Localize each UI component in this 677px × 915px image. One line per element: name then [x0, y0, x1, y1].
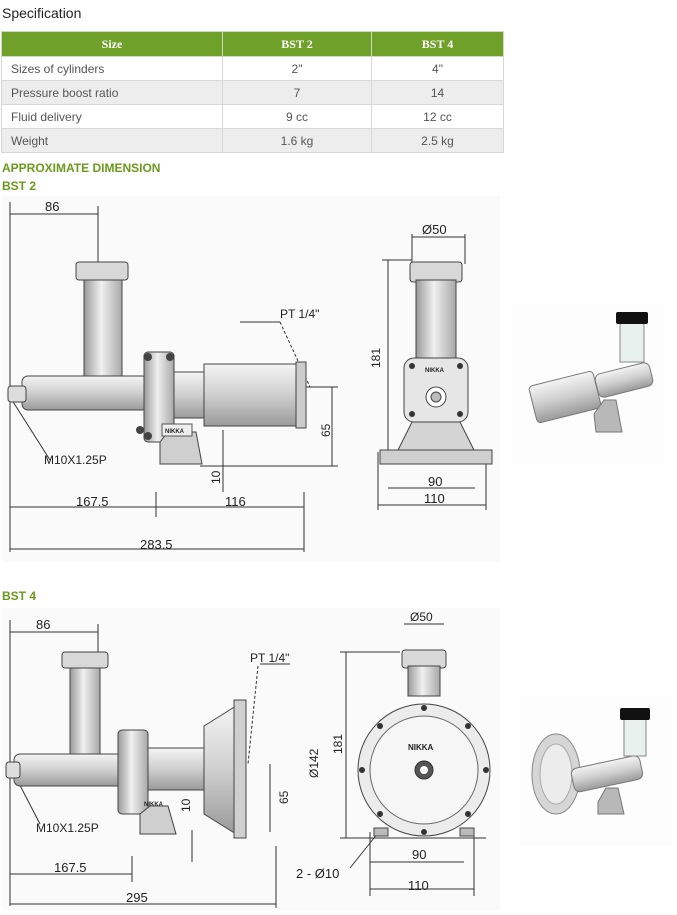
bst4-dim-90: 90 — [412, 847, 426, 862]
cell: Weight — [1, 128, 223, 153]
cell: 1.6 kg — [222, 128, 372, 153]
header-size: Size — [1, 31, 223, 57]
table-row: Sizes of cylinders 2" 4" — [1, 56, 504, 81]
cell: Pressure boost ratio — [1, 80, 223, 105]
bst4-dim-181: 181 — [331, 734, 345, 754]
bst2-dim-65: 65 — [319, 423, 333, 437]
cell: 2" — [222, 56, 372, 81]
bst2-dim-dia50: Ø50 — [422, 222, 447, 237]
cell: 4" — [371, 56, 504, 81]
bst2-dim-86: 86 — [45, 199, 59, 214]
bst4-side-body — [13, 753, 127, 787]
bst2-dim-pt: PT 1/4" — [280, 307, 319, 321]
table-row: Weight 1.6 kg 2.5 kg — [1, 128, 504, 153]
page-title: Specification — [2, 5, 82, 21]
bst2-dim-total: 283.5 — [140, 537, 173, 552]
bst4-dim-thread: M10X1.25P — [36, 821, 99, 835]
bst4-dim-86: 86 — [36, 617, 50, 632]
bst2-side-brand: NIKKA — [165, 429, 185, 435]
bst4-dim-pt: PT 1/4" — [250, 651, 289, 665]
cell: 7 — [222, 80, 372, 105]
bst4-dim-167: 167.5 — [54, 860, 87, 875]
cell: 14 — [371, 80, 504, 105]
bst4-dim-total: 295 — [126, 890, 148, 905]
cell: Sizes of cylinders — [1, 56, 223, 81]
cell: 2.5 kg — [371, 128, 504, 153]
bst4-drawing: NIKKA 86 PT 1/4" 65 M10X1.25P 10 167.5 2… — [2, 608, 672, 910]
table-header-row: Size BST 2 BST 4 — [1, 31, 504, 57]
bst4-dim-dia50: Ø50 — [410, 610, 433, 624]
bst2-side-body — [21, 375, 149, 411]
bst2-side-reservoir — [83, 273, 123, 387]
cell: 12 cc — [371, 104, 504, 129]
bst4-side-chamber — [203, 705, 237, 835]
bst4-product-photo — [520, 696, 672, 846]
bst4-side-reservoir — [69, 661, 101, 763]
section-heading: APPROXIMATE DIMENSION — [2, 161, 161, 175]
bst4-dim-dia142: Ø142 — [307, 748, 321, 778]
cell: Fluid delivery — [1, 104, 223, 129]
bst2-dim-116: 116 — [225, 494, 246, 509]
bst2-front-reservoir — [415, 279, 457, 363]
spec-table: Size BST 2 BST 4 Sizes of cylinders 2" 4… — [1, 31, 504, 153]
bst4-dim-65: 65 — [277, 790, 291, 804]
bst2-product-photo — [512, 304, 664, 464]
bst2-dim-10: 10 — [209, 470, 223, 484]
bst2-dim-167: 167.5 — [76, 494, 109, 509]
bst4-dim-110: 110 — [408, 878, 429, 893]
header-bst4: BST 4 — [371, 31, 504, 57]
bst4-dim-holes: 2 - Ø10 — [296, 866, 339, 881]
bst4-front-brand: NIKKA — [408, 743, 434, 752]
bst2-dim-110: 110 — [424, 491, 445, 506]
bst4-side-brand: NIKKA — [144, 802, 164, 808]
bst4-label: BST 4 — [2, 589, 37, 603]
cell: 9 cc — [222, 104, 372, 129]
bst4-dim-10: 10 — [179, 798, 193, 812]
header-bst2: BST 2 — [222, 31, 372, 57]
bst2-dim-90: 90 — [428, 474, 442, 489]
bst2-dim-181: 181 — [369, 348, 383, 368]
table-row: Fluid delivery 9 cc 12 cc — [1, 104, 504, 129]
bst2-label: BST 2 — [2, 179, 37, 193]
bst2-side-cylinder — [203, 363, 301, 427]
bst2-dim-thread: M10X1.25P — [44, 453, 107, 467]
bst2-front-brand: NIKKA — [425, 368, 445, 374]
table-row: Pressure boost ratio 7 14 — [1, 80, 504, 105]
bst2-drawing: NIKKA 86 PT 1/4" 65 M10X1.25P 10 167.5 1… — [2, 196, 664, 562]
